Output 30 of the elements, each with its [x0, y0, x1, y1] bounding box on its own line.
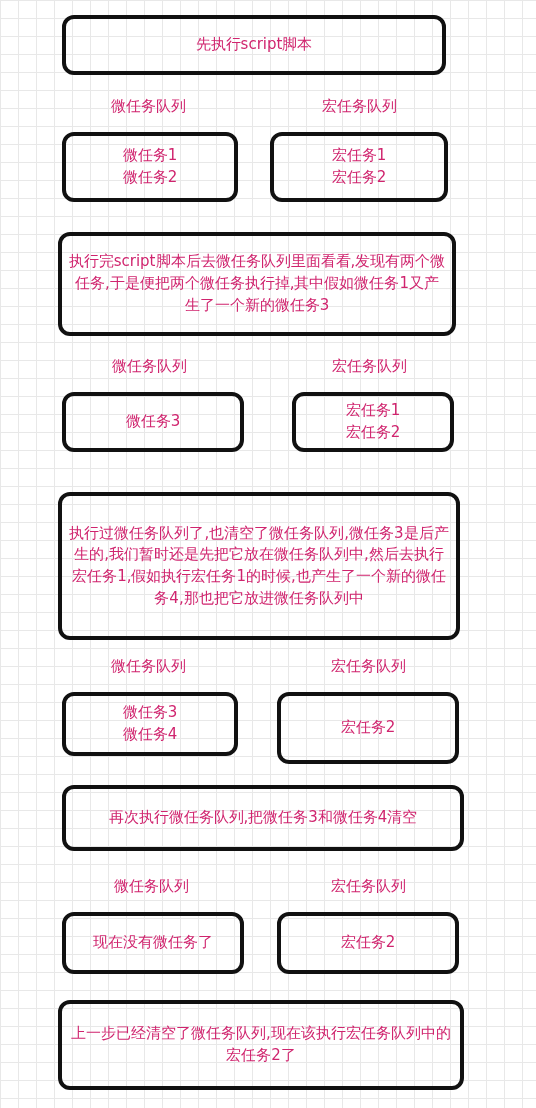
task-text: 宏任务2	[340, 932, 396, 954]
task-text: 再次执行微任务队列,把微任务3和微任务4清空	[108, 807, 418, 829]
queue-heading: 宏任务队列	[329, 656, 407, 677]
step-box	[58, 492, 460, 640]
task-text: 宏任务2	[331, 167, 387, 188]
task-text: 宏任务1	[345, 400, 401, 422]
task-text: 宏任务2	[340, 717, 396, 739]
queue-heading: 微任务队列	[109, 656, 187, 677]
task-text: 执行过微任务队列了,也清空了微任务队列,微任务3是后产生的,我们暂时还是先把它放在微任务队列中,然后去执行宏任务1,假如执行宏任务1的时候,也产生了一个新的微任务4,那也把它放进微任务队列中	[68, 522, 450, 609]
task-text: 微任务4	[122, 724, 178, 745]
task-text: 微任务1	[122, 145, 178, 167]
task-text: 微任务3	[125, 411, 181, 433]
queue-heading: 宏任务队列	[330, 356, 408, 377]
task-text: 执行完script脚本后去微任务队列里面看看,发现有两个微任务,于是便把两个微任务执行掉,其中假如微任务1又产生了一个新的微任务3	[68, 251, 446, 316]
queue-heading: 微任务队列	[112, 876, 190, 897]
step-box	[58, 1000, 464, 1090]
task-text: 先执行script脚本	[195, 34, 313, 56]
queue-heading: 微任务队列	[110, 356, 188, 377]
step-box	[58, 232, 456, 336]
task-text: 宏任务1	[331, 145, 387, 167]
task-text: 现在没有微任务了	[93, 932, 213, 954]
step-box	[62, 785, 464, 851]
step-box	[62, 15, 446, 75]
queue-heading: 微任务队列	[109, 96, 187, 117]
task-text: 上一步已经清空了微任务队列,现在该执行宏任务队列中的宏任务2了	[70, 1023, 452, 1066]
task-text: 微任务2	[122, 167, 178, 188]
queue-heading: 宏任务队列	[329, 876, 407, 897]
task-text: 微任务3	[122, 702, 178, 724]
queue-heading: 宏任务队列	[320, 96, 398, 117]
task-text: 宏任务2	[345, 422, 401, 443]
